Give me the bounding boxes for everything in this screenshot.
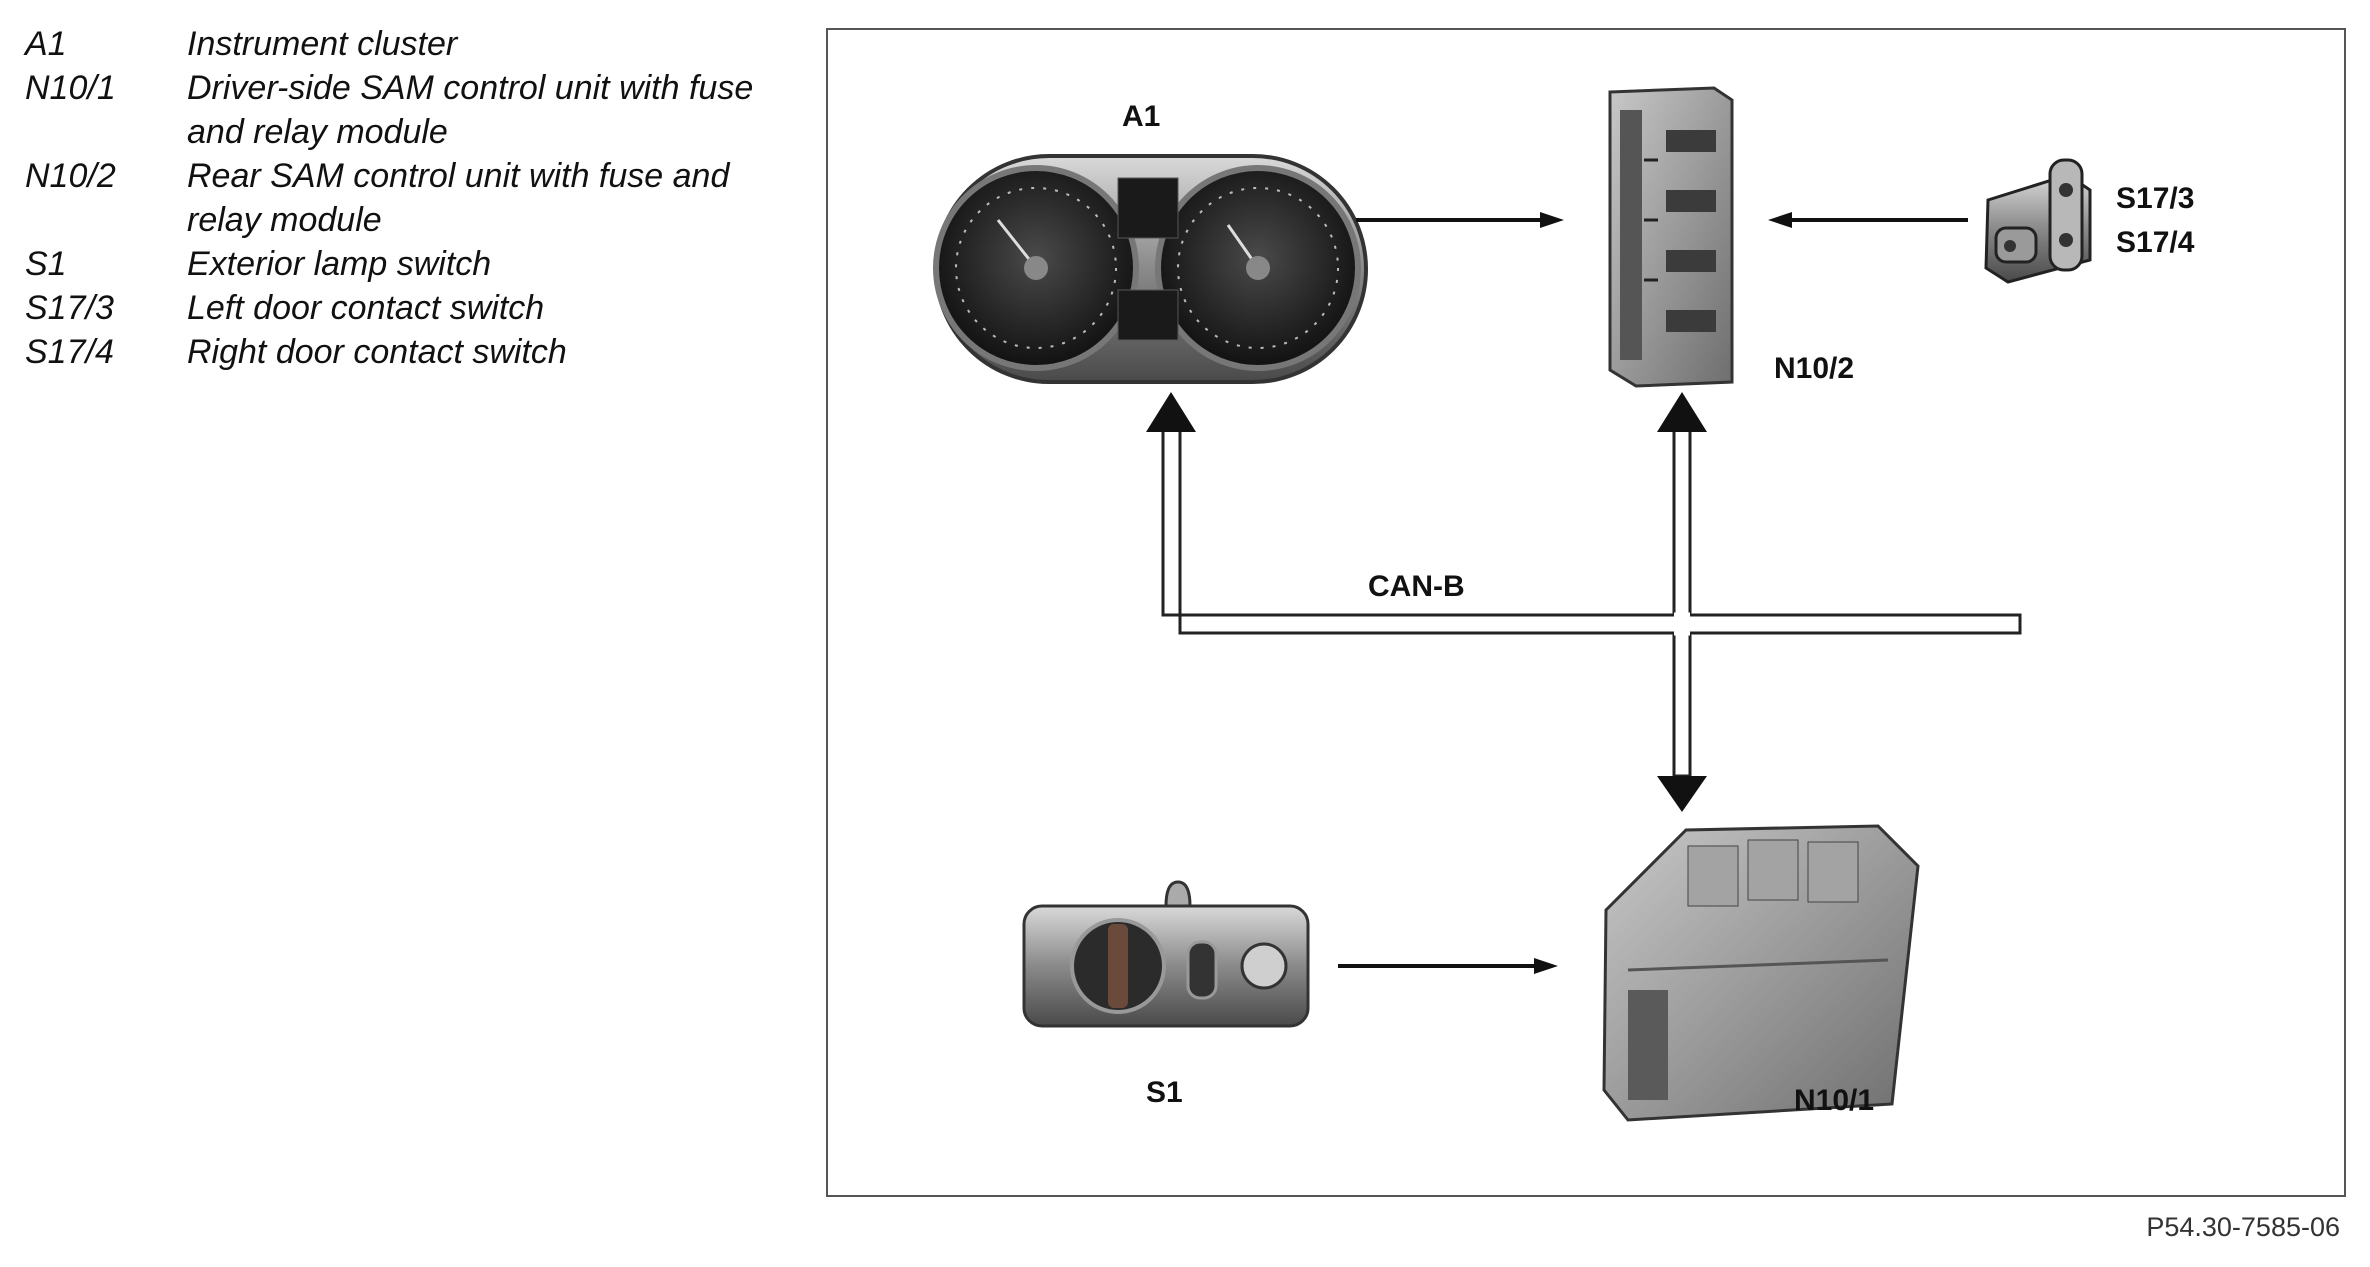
legend-code: N10/1 [25, 69, 116, 107]
label-can-b: CAN-B [1368, 570, 1465, 603]
figure-reference: P54.30-7585-06 [2146, 1212, 2340, 1242]
legend-description: Left door contact switch [187, 289, 545, 327]
legend-description: Rear SAM control unit with fuse and rela… [187, 157, 730, 239]
legend-code: S1 [25, 245, 67, 283]
legend-row: S17/4 Right door contact switch [25, 330, 785, 374]
legend-description: Driver-side SAM control unit with fuse a… [187, 69, 754, 151]
legend-description: Instrument cluster [187, 25, 458, 63]
legend: A1 Instrument cluster N10/1 Driver-side … [25, 22, 785, 374]
legend-code: N10/2 [25, 157, 116, 195]
legend-row: S1 Exterior lamp switch [25, 242, 785, 286]
label-s17-3: S17/3 [2116, 182, 2195, 215]
legend-code: A1 [25, 25, 67, 63]
label-n10-2: N10/2 [1774, 352, 1855, 385]
can-b-bus [1146, 392, 2022, 812]
legend-row: N10/1 Driver-side SAM control unit with … [25, 66, 785, 154]
signal-arrows [1338, 212, 1968, 974]
legend-code: S17/4 [25, 333, 114, 371]
driver-sam-module-image [1602, 824, 1920, 1122]
instrument-cluster-image [933, 154, 1368, 384]
exterior-lamp-switch-image [1022, 880, 1310, 1028]
legend-code: S17/3 [25, 289, 114, 327]
legend-row: N10/2 Rear SAM control unit with fuse an… [25, 154, 785, 242]
label-s17-4: S17/4 [2116, 226, 2195, 259]
legend-description: Right door contact switch [187, 333, 567, 371]
door-contact-switch-image [1984, 158, 2092, 284]
label-a1: A1 [1122, 100, 1161, 133]
legend-row: A1 Instrument cluster [25, 22, 785, 66]
diagram-canvas [933, 86, 2092, 1122]
diagram-frame: A1 N10/2 S17/3 S17/4 CAN-B S1 N10/1 [826, 28, 2346, 1197]
legend-row: S17/3 Left door contact switch [25, 286, 785, 330]
label-n10-1: N10/1 [1794, 1084, 1875, 1117]
legend-description: Exterior lamp switch [187, 245, 492, 283]
label-s1: S1 [1146, 1076, 1183, 1109]
rear-sam-module-image [1608, 86, 1734, 388]
